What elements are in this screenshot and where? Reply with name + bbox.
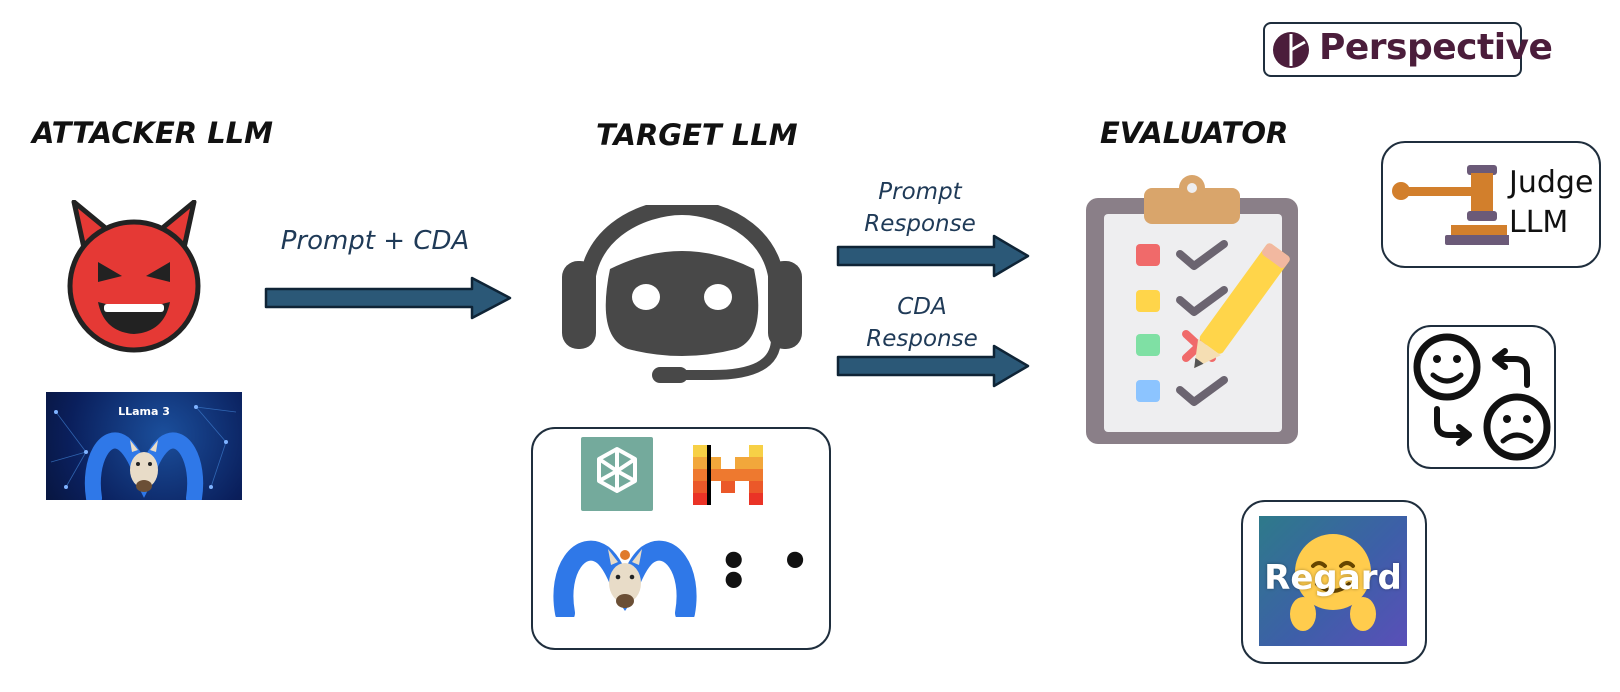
cda-response-label-line1: CDA [897, 294, 947, 320]
regard-card: Regard [1259, 516, 1407, 646]
attack-arrow [264, 276, 512, 320]
gavel-icon [1392, 165, 1509, 245]
attacker-heading: ATTACKER LLM [32, 116, 274, 150]
regard-box: Regard [1241, 500, 1427, 664]
devil-icon [67, 200, 201, 353]
cda-response-arrow [836, 344, 1030, 388]
evaluator-heading: EVALUATOR [1100, 116, 1289, 150]
judge-llm-label-line2: LLM [1509, 205, 1569, 240]
chatbot-headset-icon [562, 205, 802, 383]
perspective-label: Perspective [1319, 27, 1553, 68]
openai-logo [581, 437, 653, 511]
judge-llm-label: Judge LLM [1509, 163, 1593, 243]
prompt-response-label-line2: Response [864, 211, 976, 237]
sentiment-box [1407, 325, 1556, 469]
prompt-response-label: Prompt Response [850, 176, 990, 240]
clipboard-checklist-icon [1086, 175, 1298, 444]
llama3-caption: LLama 3 [118, 405, 170, 418]
target-models-box: • • • [531, 427, 831, 650]
meta-llama-logo-icon [553, 540, 697, 617]
prompt-response-label-line1: Prompt [878, 179, 962, 205]
cda-response-label-line2: Response [866, 326, 978, 352]
target-heading: TARGET LLM [596, 118, 798, 152]
mistral-logo-icon [693, 445, 763, 505]
perspective-logo: Perspective [1263, 22, 1553, 77]
sentiment-swap-icon [1413, 333, 1551, 461]
llama3-banner: LLama 3 [46, 392, 242, 500]
hugging-face-icon [1290, 534, 1376, 631]
prompt-response-arrow [836, 234, 1030, 278]
judge-llm-label-line1: Judge [1509, 165, 1594, 200]
attack-arrow-label: Prompt + CDA [280, 226, 470, 256]
judge-llm-box: Judge LLM [1381, 141, 1601, 268]
openai-knot-icon [597, 447, 637, 493]
regard-label: Regard [1264, 558, 1402, 598]
perspective-mark-icon [1273, 32, 1309, 68]
cda-response-label: CDA Response [852, 291, 992, 355]
network-pattern-icon [50, 405, 237, 489]
more-models-ellipsis: • • • [719, 534, 818, 608]
meta-llama-logo-icon [84, 432, 204, 500]
